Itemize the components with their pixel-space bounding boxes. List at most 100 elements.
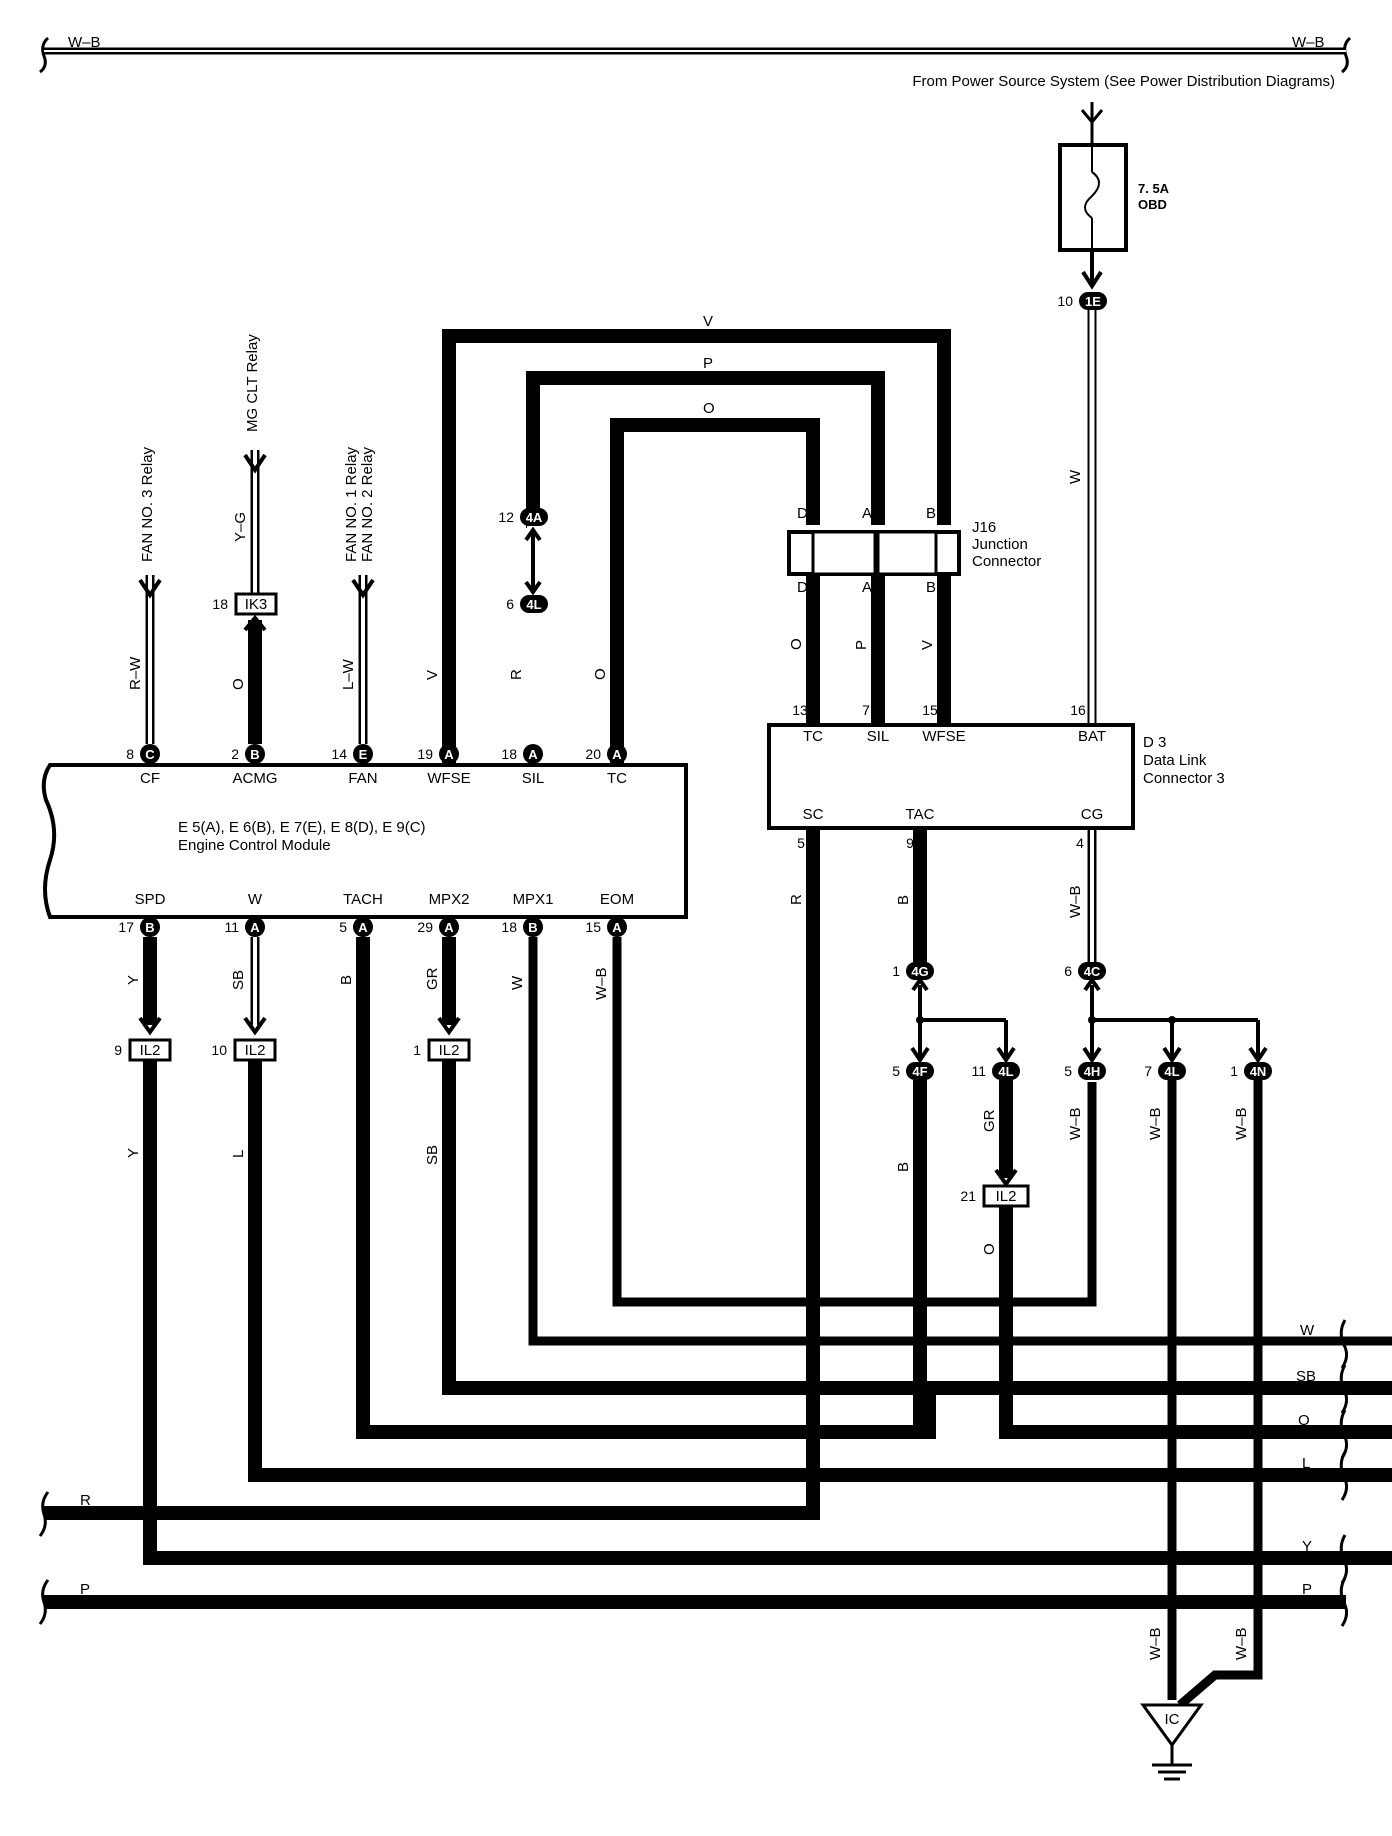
svg-text:MPX1: MPX1 — [513, 891, 554, 908]
svg-text:W–B: W–B — [1067, 1107, 1084, 1140]
connector-il2-1: IL2 1 — [413, 1038, 471, 1062]
svg-text:W: W — [1300, 1322, 1315, 1339]
connector-il2-10: IL2 10 — [211, 1038, 277, 1062]
svg-text:O: O — [788, 638, 805, 650]
engine-control-module: E 5(A), E 6(B), E 7(E), E 8(D), E 9(C) E… — [41, 763, 688, 919]
ecm-bottom-pins: SPD B 17 W A 11 TACH A 5 MPX2 A 29 MPX1 … — [118, 891, 634, 937]
connector-il2-9: IL2 9 — [114, 1038, 172, 1062]
connector-4c: 4C 6 — [1064, 962, 1106, 980]
svg-text:11: 11 — [971, 1063, 986, 1079]
svg-text:19: 19 — [417, 746, 433, 762]
right-bus: W SB O L Y P — [1296, 1319, 1349, 1627]
wire-p-label: P — [703, 355, 713, 372]
connector-4a: 4A 12 — [498, 508, 548, 526]
svg-text:W–B: W–B — [1147, 1107, 1164, 1140]
connector-4l-upper: 4L 6 — [506, 595, 548, 613]
connector-4g: 4G 1 — [892, 962, 934, 980]
svg-text:Data Link: Data Link — [1143, 752, 1207, 769]
svg-text:W–B: W–B — [1067, 885, 1084, 918]
svg-text:A: A — [444, 747, 454, 762]
svg-text:TACH: TACH — [343, 891, 383, 908]
power-source-label: From Power Source System (See Power Dist… — [912, 73, 1335, 90]
top-bus-right-label: W–B — [1292, 34, 1325, 51]
svg-text:SIL: SIL — [522, 770, 545, 787]
wires-4f-4l: B GR O — [895, 1080, 1392, 1439]
svg-text:10: 10 — [211, 1042, 227, 1058]
ecm-pin-fan: E 14 FAN — [331, 744, 378, 787]
svg-text:TC: TC — [607, 770, 627, 787]
svg-text:Connector 3: Connector 3 — [1143, 770, 1225, 787]
ground-ic: IC — [1140, 1703, 1204, 1781]
svg-text:SC: SC — [803, 806, 824, 823]
svg-text:4L: 4L — [526, 597, 541, 612]
ecm-pin-tc: A 20 TC — [585, 744, 627, 787]
wire-o-label: O — [703, 400, 715, 417]
svg-text:R: R — [788, 894, 805, 905]
svg-text:P: P — [853, 640, 870, 650]
svg-text:1: 1 — [1230, 1063, 1238, 1079]
relay-fan3-label: FAN NO. 3 Relay — [139, 446, 156, 562]
svg-text:SPD: SPD — [135, 891, 166, 908]
svg-text:IC: IC — [1165, 1711, 1180, 1728]
svg-text:18: 18 — [501, 919, 517, 935]
branch-4c — [1082, 976, 1268, 1064]
svg-text:J16: J16 — [972, 519, 996, 536]
svg-text:D: D — [797, 579, 808, 596]
svg-text:4C: 4C — [1084, 964, 1101, 979]
svg-text:B: B — [895, 1162, 912, 1172]
svg-text:GR: GR — [981, 1109, 998, 1132]
svg-text:B: B — [926, 579, 936, 596]
connector-4l-gnd: 4L 7 — [1144, 1062, 1186, 1080]
fuse-rating: 7. 5A — [1138, 181, 1170, 196]
svg-text:A: A — [612, 920, 622, 935]
svg-text:SB: SB — [230, 970, 247, 990]
connector-1e: 1E 10 — [1057, 292, 1107, 310]
svg-text:D 3: D 3 — [1143, 734, 1166, 751]
svg-text:11: 11 — [224, 919, 239, 935]
svg-text:R–W: R–W — [127, 656, 144, 690]
svg-text:L–W: L–W — [340, 658, 357, 690]
svg-text:4: 4 — [1076, 835, 1084, 851]
svg-text:B: B — [926, 505, 936, 522]
svg-text:15: 15 — [585, 919, 601, 935]
svg-text:C: C — [145, 747, 155, 762]
svg-text:14: 14 — [331, 746, 347, 762]
svg-text:13: 13 — [792, 702, 808, 718]
svg-text:ACMG: ACMG — [233, 770, 278, 787]
svg-text:IK3: IK3 — [245, 596, 268, 613]
svg-text:WFSE: WFSE — [427, 770, 470, 787]
bottom-wires: Y Y SB L B GR SB W W–B R B — [44, 830, 1392, 1565]
svg-text:7: 7 — [862, 702, 870, 718]
svg-text:4F: 4F — [912, 1064, 927, 1079]
svg-text:15: 15 — [922, 702, 938, 718]
svg-text:WFSE: WFSE — [922, 728, 965, 745]
ecm-top-pins: C 8 CF B 2 ACMG E 14 FAN A 19 WFSE A 18 … — [126, 744, 627, 787]
svg-text:12: 12 — [498, 509, 514, 525]
svg-text:A: A — [612, 747, 622, 762]
ecm-title-line1: E 5(A), E 6(B), E 7(E), E 8(D), E 9(C) — [178, 819, 426, 836]
svg-text:4L: 4L — [1164, 1064, 1179, 1079]
svg-text:Y: Y — [125, 975, 142, 985]
svg-text:5: 5 — [892, 1063, 900, 1079]
svg-text:5: 5 — [339, 919, 347, 935]
svg-text:P: P — [1302, 1581, 1312, 1598]
ecm-pin-wfse: A 19 WFSE — [417, 744, 471, 787]
svg-text:EOM: EOM — [600, 891, 634, 908]
svg-text:A: A — [444, 920, 454, 935]
connector-4h: 4H 5 — [1064, 1062, 1106, 1080]
svg-text:18: 18 — [212, 596, 228, 612]
svg-text:R: R — [80, 1492, 91, 1509]
relay-fan2-label: FAN NO. 2 Relay — [359, 446, 376, 562]
svg-text:18: 18 — [501, 746, 517, 762]
svg-text:MPX2: MPX2 — [429, 891, 470, 908]
dlc3-data-link-connector: 13 7 15 16 TC SIL WFSE BAT SC TAC CG 5 9… — [767, 702, 1225, 851]
svg-text:W–B: W–B — [593, 967, 610, 1000]
svg-text:4G: 4G — [911, 964, 928, 979]
svg-text:7: 7 — [1144, 1063, 1152, 1079]
svg-text:W–B: W–B — [1233, 1627, 1250, 1660]
svg-text:9: 9 — [114, 1042, 122, 1058]
svg-text:6: 6 — [1064, 963, 1072, 979]
svg-text:8: 8 — [126, 746, 134, 762]
svg-text:Y–G: Y–G — [232, 512, 249, 542]
relay-mgclt-label: MG CLT Relay — [244, 334, 261, 432]
